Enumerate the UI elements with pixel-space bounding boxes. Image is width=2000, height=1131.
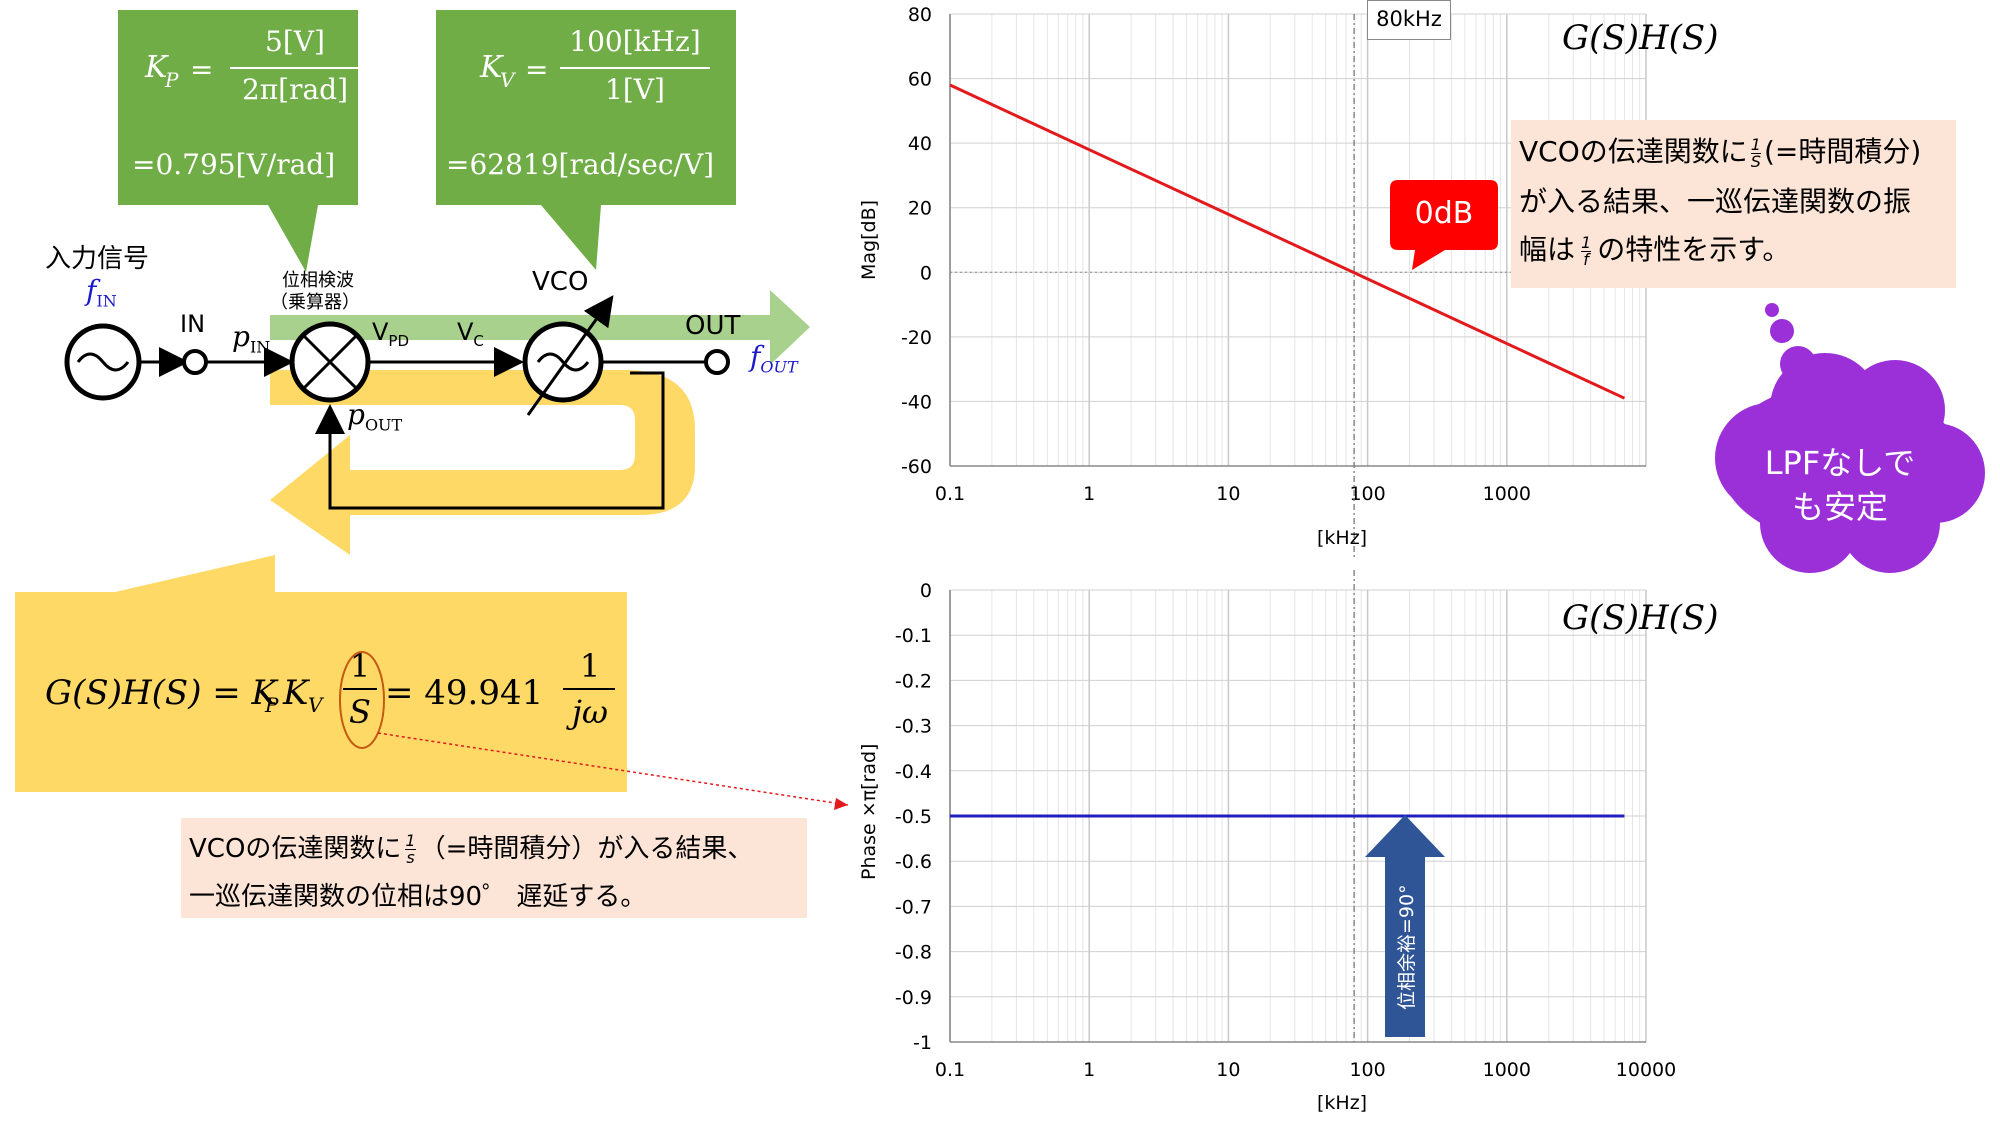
y-tick-label: -0.6 [895,851,932,873]
kv-callout-shape [436,10,736,270]
cloud-text-line2: も安定 [1791,488,1888,526]
y-tick-label: 60 [908,69,932,91]
p-out-label: pOUT [347,398,403,435]
y-tick-label: 0 [920,580,932,602]
y-tick-label: -40 [901,391,932,413]
y-tick-label: -20 [901,327,932,349]
x-tick-label: 10 [1216,483,1240,505]
phase-chart: 0 -0.1 -0.2 -0.3 -0.4 -0.5 -0.6 -0.7 -0.8 -0.9 -10… [895,570,1676,1081]
phase-margin-arrow [1365,815,1445,1037]
x-tick-label: 10 [1216,1059,1240,1081]
kv-symbol: K [480,50,503,85]
y-tick-label: 80 [908,4,932,26]
p-in-label: pIN [232,320,271,357]
x-tick-label: 1000 [1483,1059,1531,1081]
v-pd-label: VPD [372,318,410,350]
zero-db-label: 0dB [1414,196,1474,231]
x-tick-label: 0.1 [935,1059,965,1081]
kp-subscript: P [165,68,179,92]
x-tick-label: 1 [1083,483,1095,505]
phase-margin-label: 位相余裕=90° [1396,884,1418,1010]
y-tick-label: -60 [901,456,932,478]
kv-subscript: V [500,68,515,92]
phase-detector-label: 位相検波 [282,270,354,291]
feedback-path [315,371,665,510]
vco-label: VCO [532,267,589,297]
y-tick-label: -0.3 [895,716,932,738]
input-signal-label: 入力信号 [45,244,150,274]
loop-gain-formula: G(S)H(S) = K P K V 1 S = 49.941 1 jω [45,643,615,743]
phase-detector-sublabel: （乗算器） [270,292,360,313]
y-tick-label: -0.5 [895,806,932,828]
marker-80khz-label: 80kHz [1367,0,1451,40]
out-label: OUT [685,311,741,341]
pointer-line [377,732,849,806]
kv-formula: K V = 100[kHz] 1[V] [480,25,720,115]
kp-callout-shape [118,10,358,272]
magnitude-chart: 80 60 40 20 0 -20 -40 -600.1 1 10 100 1000 [901,4,1647,560]
forward-path-band [270,290,810,365]
kp-fraction-bar [230,67,360,69]
zero-db-callout-shape [1390,180,1498,270]
x-tick-label: 0.1 [935,483,965,505]
y-tick-label: -0.8 [895,942,932,964]
kv-fraction-bar [560,67,710,69]
series-line [949,83,1626,400]
phase-chart-title: G(S)H(S) [1562,598,1719,638]
kv-denominator: 1[V] [605,73,665,106]
phase-xlabel: [kHz] [1317,1092,1368,1114]
x-tick-label: 10000 [1616,1059,1676,1081]
kv-numerator: 100[kHz] [569,25,701,58]
v-c-label: VC [457,318,484,350]
kp-numerator: 5[V] [265,25,325,58]
x-tick-label: 1 [1083,1059,1095,1081]
cloud-text-line1: LPFなしで [1764,444,1916,482]
mag-note-line2: が入る結果、一巡伝達関数の振 [1519,185,1912,218]
y-tick-label: -0.1 [895,625,932,647]
mag-ylabel: Mag[dB] [858,199,880,280]
highlight-ellipse [339,651,385,749]
y-tick-label: 20 [908,198,932,220]
kp-formula: K P = 5[V] 2π[rad] [145,25,360,115]
thought-cloud [1715,303,1985,573]
y-tick-label: -1 [913,1032,932,1054]
phase-ylabel: Phase ×π[rad] [858,743,880,880]
kp-denominator: 2π[rad] [241,73,349,106]
pll-block-diagram [64,290,810,555]
kp-symbol: K [145,50,168,85]
kp-value: =0.795[V/rad] [132,148,336,181]
x-tick-label: 1000 [1483,483,1531,505]
y-tick-label: -0.7 [895,896,932,918]
x-tick-label: 100 [1349,483,1385,505]
mag-xlabel: [kHz] [1317,527,1368,549]
y-tick-label: 40 [908,133,932,155]
phase-note-line2: 一巡伝達関数の位相は90゜ 遅延する。 [189,882,647,912]
y-tick-label: -0.9 [895,987,932,1009]
x-tick-label: 100 [1349,1059,1385,1081]
in-label: IN [180,310,206,338]
formula-callout-shape [15,555,627,792]
y-tick-label: -0.4 [895,761,932,783]
mag-chart-title: G(S)H(S) [1562,18,1719,58]
f-in-label: fIN [86,274,117,311]
f-out-label: fOUT [750,340,798,377]
out-terminal [704,349,730,375]
y-tick-label: -0.2 [895,670,932,692]
y-tick-label: 0 [920,262,932,284]
kv-value: =62819[rad/sec/V] [446,148,715,181]
